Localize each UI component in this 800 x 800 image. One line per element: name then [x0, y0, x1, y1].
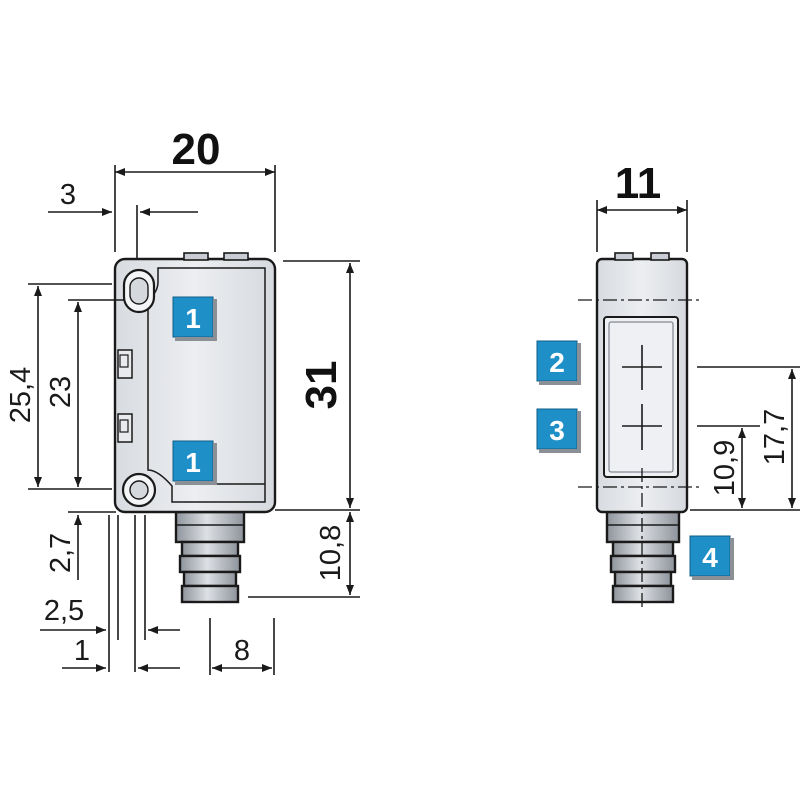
callout-badge-2: 2: [536, 340, 581, 385]
callout-badge-3: 3: [536, 408, 581, 453]
axis-small-dim: 10,9: [709, 440, 741, 496]
offset-2-7-dim: 2,7: [45, 533, 77, 573]
axis-large-dim: 17,7: [759, 409, 791, 465]
offset-top-dim: 3: [60, 179, 76, 211]
offset-1-dim: 1: [74, 635, 90, 667]
hole-span-outer-dim: 25,4: [5, 367, 37, 423]
callout-badge-4: 4: [689, 535, 734, 580]
svg-text:4: 4: [702, 542, 718, 573]
connector-width-dim: 8: [234, 635, 250, 667]
svg-text:3: 3: [549, 415, 565, 446]
side-width-dim: 11: [615, 159, 662, 208]
svg-text:1: 1: [185, 447, 201, 478]
offset-2-5-dim: 2,5: [44, 595, 84, 627]
hole-span-inner-dim: 23: [45, 376, 77, 408]
front-width-dim: 20: [172, 125, 221, 174]
front-height-dim: 31: [297, 361, 346, 410]
callout-badge-1-top: 1: [172, 296, 217, 341]
side-connector: [605, 510, 681, 604]
front-view: 20 3 31 25,4 23 2,7 10,8 2,5 1 8 1 1: [5, 125, 360, 675]
svg-text:1: 1: [185, 303, 201, 334]
connector-length-dim: 10,8: [315, 525, 347, 581]
side-view: 11 10,9 17,7 2 3 4: [536, 159, 800, 610]
lens-window: [603, 316, 679, 478]
mounting-hole-bottom: [121, 472, 157, 508]
callout-badge-1-bottom: 1: [172, 440, 217, 485]
front-connector: [174, 510, 246, 604]
mounting-hole-top: [122, 268, 156, 314]
svg-text:2: 2: [549, 347, 565, 378]
